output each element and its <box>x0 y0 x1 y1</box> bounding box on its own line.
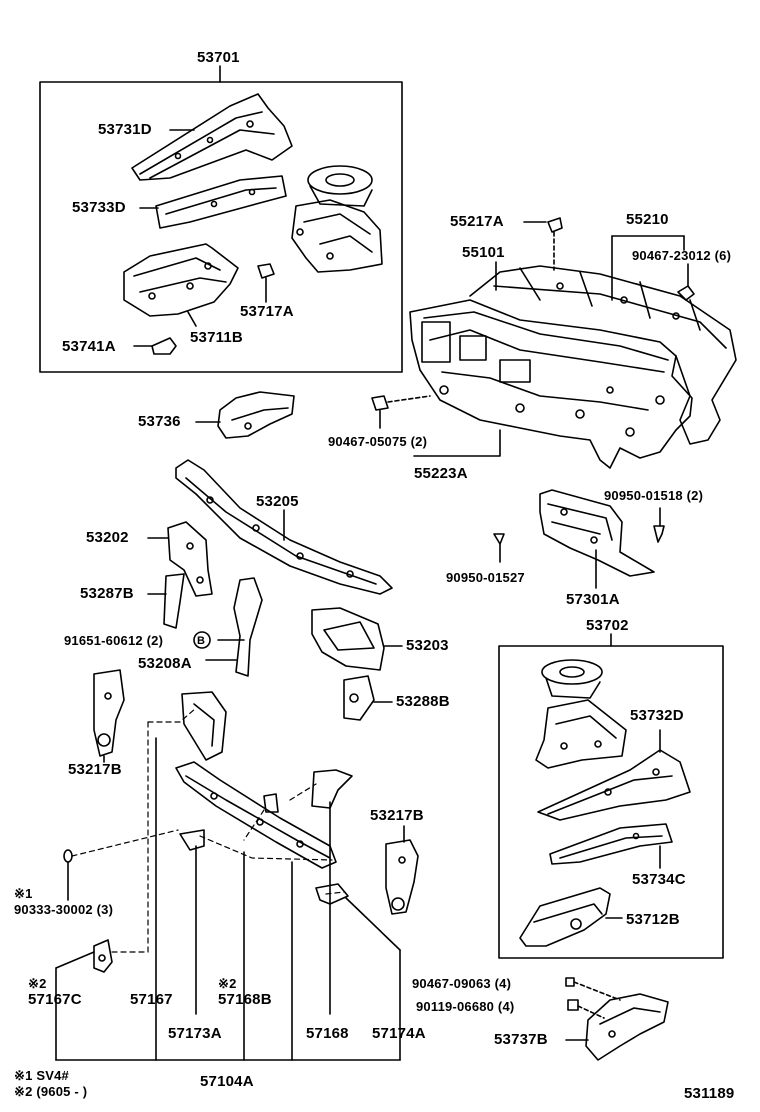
part-screw-90950-01527 <box>493 533 505 563</box>
label-53217B-left: 53217B <box>68 761 122 778</box>
label-57167: 57167 <box>130 991 173 1008</box>
label-53287B: 53287B <box>80 585 134 602</box>
part-55217A <box>547 217 563 233</box>
group-box-53701 <box>39 81 403 373</box>
legend-line-2: ※2 (9605 - ) <box>14 1084 88 1099</box>
part-53202 <box>167 521 213 597</box>
mark-2b: ※2 <box>218 976 237 991</box>
label-57174A: 57174A <box>372 1025 426 1042</box>
label-53737B: 53737B <box>494 1031 548 1048</box>
part-57167 <box>181 691 227 761</box>
label-90467-09063: 90467-09063 (4) <box>412 976 512 991</box>
part-57174A <box>315 883 349 905</box>
label-90467-23012: 90467-23012 (6) <box>632 248 732 263</box>
part-53734C <box>549 823 673 865</box>
part-57301A <box>539 489 655 577</box>
part-53208A <box>233 577 263 677</box>
label-53732D: 53732D <box>630 707 684 724</box>
label-53205: 53205 <box>256 493 299 510</box>
part-53203 <box>311 607 385 671</box>
label-90950-01518: 90950-01518 (2) <box>604 488 704 503</box>
circle-b-marker <box>193 631 211 649</box>
label-53734C: 53734C <box>632 871 686 888</box>
part-53732D <box>537 749 691 821</box>
label-55210: 55210 <box>626 211 669 228</box>
label-53741A: 53741A <box>62 338 116 355</box>
label-53731D: 53731D <box>98 121 152 138</box>
legend-line-1: ※1 SV4# <box>14 1068 69 1083</box>
part-grommet-90333-30002 <box>63 849 73 863</box>
part-bolt-90467-09063 <box>565 977 621 1001</box>
label-90467-05075: 90467-05075 (2) <box>328 434 428 449</box>
label-57168B: 57168B <box>218 991 272 1008</box>
label-91651-60612: 91651-60612 (2) <box>64 633 164 648</box>
label-53712B: 53712B <box>626 911 680 928</box>
label-53217B-right: 53217B <box>370 807 424 824</box>
label-53288B: 53288B <box>396 693 450 710</box>
dashed-guide-lines <box>71 707 345 953</box>
part-57168 <box>311 769 353 809</box>
part-53217B-right <box>385 839 419 915</box>
part-clip-90467-23012 <box>677 285 695 301</box>
label-57301A: 57301A <box>566 591 620 608</box>
part-57168B <box>263 793 279 813</box>
label-53202: 53202 <box>86 529 129 546</box>
diagram-id: 531189 <box>684 1085 735 1102</box>
part-53733D <box>155 175 287 229</box>
part-apron-inner <box>291 165 383 273</box>
part-53711B <box>123 243 239 317</box>
label-57167C: 57167C <box>28 991 82 1008</box>
mark-2: ※2 <box>28 976 47 991</box>
part-53288B <box>343 675 375 721</box>
label-57168: 57168 <box>306 1025 349 1042</box>
leader-lines-bottom <box>55 737 401 1061</box>
part-53741A <box>133 337 177 355</box>
part-55210-dash-silencer <box>469 265 737 445</box>
part-screw-90950-01518 <box>653 507 665 543</box>
mark-1: ※1 <box>14 886 33 901</box>
label-90950-01527: 90950-01527 <box>446 570 525 585</box>
part-57104A <box>175 761 337 869</box>
label-57104A: 57104A <box>200 1073 254 1090</box>
part-57173A <box>179 829 205 851</box>
label-55101: 55101 <box>462 244 505 261</box>
circle-b-label: B <box>197 635 206 647</box>
label-55217A: 55217A <box>450 213 504 230</box>
part-clip-90467-05075 <box>371 395 431 429</box>
part-53736 <box>217 391 295 439</box>
part-apron-inner-right <box>535 659 627 769</box>
label-53736: 53736 <box>138 413 181 430</box>
label-90333-30002: 90333-30002 (3) <box>14 902 114 917</box>
label-90119-06680: 90119-06680 (4) <box>416 999 515 1014</box>
part-57167C <box>93 939 113 973</box>
part-53205 <box>175 459 393 595</box>
label-53711B: 53711B <box>190 329 243 346</box>
label-53701: 53701 <box>197 49 240 66</box>
part-bolt-90119-06680 <box>567 999 605 1019</box>
part-53217B-left <box>93 669 125 757</box>
part-53717A <box>257 263 275 303</box>
part-53737B <box>585 993 669 1061</box>
label-53717A: 53717A <box>240 303 294 320</box>
part-53731D <box>131 93 293 181</box>
label-57173A: 57173A <box>168 1025 222 1042</box>
part-53287B <box>163 573 185 629</box>
group-box-53702 <box>498 645 724 959</box>
part-53712B <box>519 887 611 947</box>
label-53702: 53702 <box>586 617 629 634</box>
part-55101-dash-panel <box>409 299 693 469</box>
label-53208A: 53208A <box>138 655 192 672</box>
label-55223A: 55223A <box>414 465 468 482</box>
label-53203: 53203 <box>406 637 449 654</box>
label-53733D: 53733D <box>72 199 126 216</box>
